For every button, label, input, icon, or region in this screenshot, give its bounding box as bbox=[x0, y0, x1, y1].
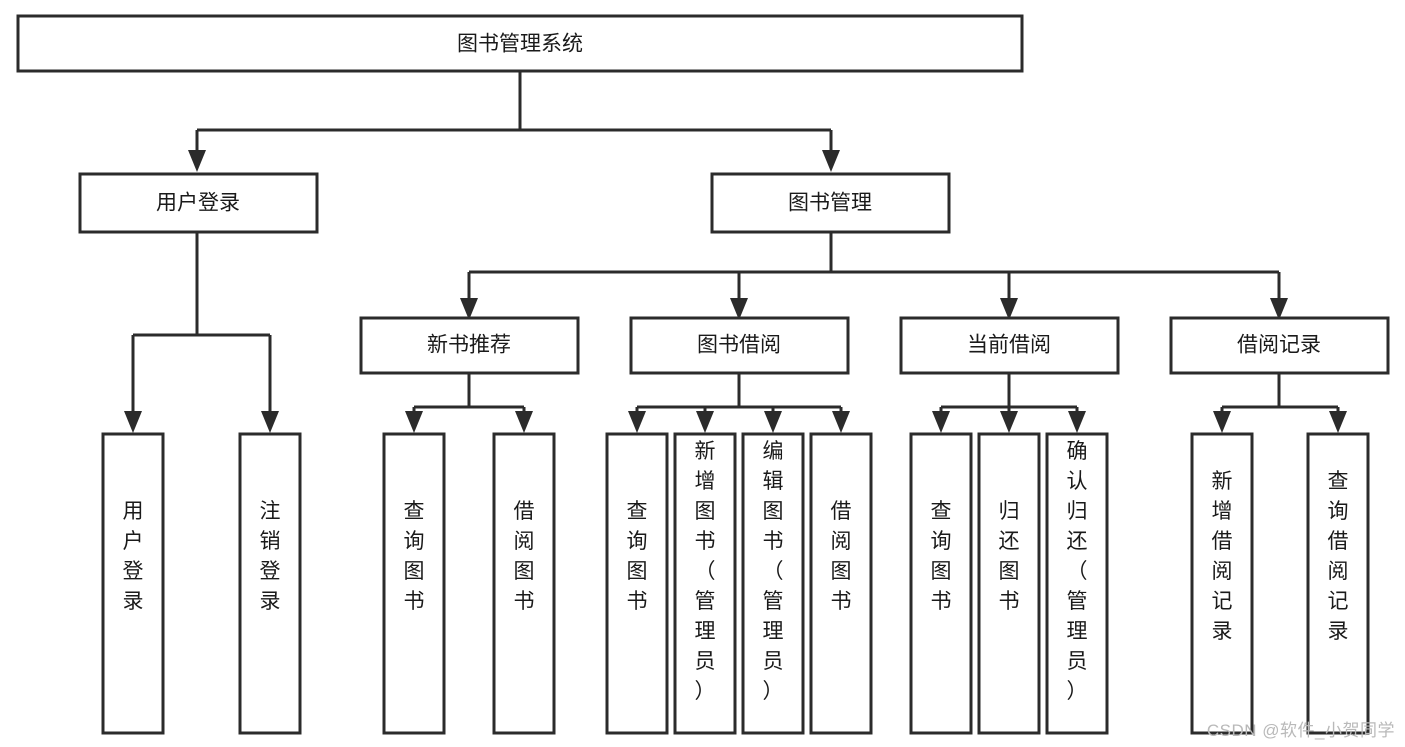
node-leaf-query-book-3-label: 查询图书 bbox=[931, 500, 952, 613]
node-leaf-logout-login-label: 注销登录 bbox=[260, 500, 281, 613]
node-book-manage-box[interactable] bbox=[710, 172, 951, 234]
node-leaf-query-book-1[interactable]: 查询图书 bbox=[382, 432, 446, 735]
arrow-head-leaf-add-borrow-record bbox=[1213, 411, 1231, 433]
node-new-book-recommend-box[interactable] bbox=[359, 316, 580, 375]
arrow-head-leaf-user-login bbox=[124, 411, 142, 433]
node-leaf-query-book-2-box[interactable] bbox=[605, 432, 669, 735]
node-current-borrow-box[interactable] bbox=[899, 316, 1120, 375]
node-root-label: 图书管理系统 bbox=[457, 33, 583, 56]
node-current-borrow-label: 当前借阅 bbox=[967, 334, 1051, 357]
node-leaf-edit-book-admin[interactable]: 编辑图书（管理员） bbox=[741, 432, 805, 735]
node-leaf-query-book-1-label: 查询图书 bbox=[404, 500, 425, 613]
node-borrow-record[interactable]: 借阅记录 bbox=[1169, 316, 1390, 375]
node-current-borrow[interactable]: 当前借阅 bbox=[899, 316, 1120, 375]
node-leaf-confirm-return-admin-box[interactable] bbox=[1045, 432, 1109, 735]
arrow-head-user-login bbox=[188, 150, 206, 172]
node-leaf-borrow-book-1[interactable]: 借阅图书 bbox=[492, 432, 556, 735]
arrow-head-borrow-record bbox=[1270, 298, 1288, 320]
node-leaf-query-borrow-record-label: 查询借阅记录 bbox=[1328, 470, 1349, 643]
node-leaf-query-borrow-record[interactable]: 查询借阅记录 bbox=[1306, 432, 1370, 735]
node-new-book-recommend-label: 新书推荐 bbox=[427, 334, 511, 357]
node-leaf-borrow-book-1-label: 借阅图书 bbox=[514, 500, 535, 613]
arrow-head-leaf-add-book-admin bbox=[696, 411, 714, 433]
arrow-head-new-book-recommend bbox=[460, 298, 478, 320]
node-leaf-user-login[interactable]: 用户登录 bbox=[101, 432, 165, 735]
node-leaf-add-book-admin-box[interactable] bbox=[673, 432, 737, 735]
node-new-book-recommend[interactable]: 新书推荐 bbox=[359, 316, 580, 375]
node-book-manage[interactable]: 图书管理 bbox=[710, 172, 951, 234]
arrow-head-leaf-borrow-book-2 bbox=[832, 411, 850, 433]
node-leaf-query-book-3-box[interactable] bbox=[909, 432, 973, 735]
arrow-head-leaf-edit-book-admin bbox=[764, 411, 782, 433]
node-leaf-borrow-book-2[interactable]: 借阅图书 bbox=[809, 432, 873, 735]
node-leaf-logout-login[interactable]: 注销登录 bbox=[238, 432, 302, 735]
node-book-borrow-label: 图书借阅 bbox=[697, 334, 781, 357]
node-book-borrow[interactable]: 图书借阅 bbox=[629, 316, 850, 375]
arrow-head-book-borrow bbox=[730, 298, 748, 320]
node-leaf-borrow-book-1-box[interactable] bbox=[492, 432, 556, 735]
node-leaf-add-book-admin-label: 新增图书（管理员） bbox=[695, 440, 716, 703]
arrow-head-leaf-return-book bbox=[1000, 411, 1018, 433]
arrow-head-leaf-query-book-3 bbox=[932, 411, 950, 433]
node-leaf-return-book-box[interactable] bbox=[977, 432, 1041, 735]
arrow-head-leaf-query-borrow-record bbox=[1329, 411, 1347, 433]
node-leaf-confirm-return-admin-label: 确认归还（管理员） bbox=[1067, 440, 1088, 703]
arrow-head-book-manage bbox=[822, 150, 840, 172]
node-leaf-logout-login-box[interactable] bbox=[238, 432, 302, 735]
node-leaf-add-borrow-record-box[interactable] bbox=[1190, 432, 1254, 735]
node-leaf-edit-book-admin-box[interactable] bbox=[741, 432, 805, 735]
node-leaf-return-book[interactable]: 归还图书 bbox=[977, 432, 1041, 735]
node-leaf-borrow-book-2-box[interactable] bbox=[809, 432, 873, 735]
node-leaf-add-borrow-record[interactable]: 新增借阅记录 bbox=[1190, 432, 1254, 735]
node-leaf-query-book-1-box[interactable] bbox=[382, 432, 446, 735]
arrow-head-leaf-query-book-1 bbox=[405, 411, 423, 433]
node-root[interactable]: 图书管理系统 bbox=[16, 14, 1024, 73]
node-user-login[interactable]: 用户登录 bbox=[78, 172, 319, 234]
node-leaf-borrow-book-2-label: 借阅图书 bbox=[831, 500, 852, 613]
arrow-head-leaf-query-book-2 bbox=[628, 411, 646, 433]
node-leaf-add-borrow-record-label: 新增借阅记录 bbox=[1212, 470, 1233, 643]
arrow-head-leaf-borrow-book-1 bbox=[515, 411, 533, 433]
node-borrow-record-box[interactable] bbox=[1169, 316, 1390, 375]
arrow-head-leaf-logout-login bbox=[261, 411, 279, 433]
arrow-head-leaf-confirm-return-admin bbox=[1068, 411, 1086, 433]
node-book-manage-label: 图书管理 bbox=[788, 192, 872, 215]
node-leaf-query-book-2[interactable]: 查询图书 bbox=[605, 432, 669, 735]
node-user-login-label: 用户登录 bbox=[156, 192, 240, 215]
node-leaf-edit-book-admin-label: 编辑图书（管理员） bbox=[763, 440, 784, 703]
node-leaf-query-book-3[interactable]: 查询图书 bbox=[909, 432, 973, 735]
node-book-borrow-box[interactable] bbox=[629, 316, 850, 375]
node-user-login-box[interactable] bbox=[78, 172, 319, 234]
node-root-box[interactable] bbox=[16, 14, 1024, 73]
connectors-layer bbox=[124, 71, 1347, 433]
node-leaf-query-book-2-label: 查询图书 bbox=[627, 500, 648, 613]
arrow-head-current-borrow bbox=[1000, 298, 1018, 320]
node-borrow-record-label: 借阅记录 bbox=[1237, 334, 1321, 357]
csdn-watermark: CSDN @软件_小贺同学 bbox=[1206, 721, 1395, 740]
node-leaf-user-login-label: 用户登录 bbox=[123, 500, 144, 613]
node-leaf-user-login-box[interactable] bbox=[101, 432, 165, 735]
node-leaf-return-book-label: 归还图书 bbox=[999, 500, 1020, 613]
node-leaf-confirm-return-admin[interactable]: 确认归还（管理员） bbox=[1045, 432, 1109, 735]
node-leaf-add-book-admin[interactable]: 新增图书（管理员） bbox=[673, 432, 737, 735]
node-leaf-query-borrow-record-box[interactable] bbox=[1306, 432, 1370, 735]
